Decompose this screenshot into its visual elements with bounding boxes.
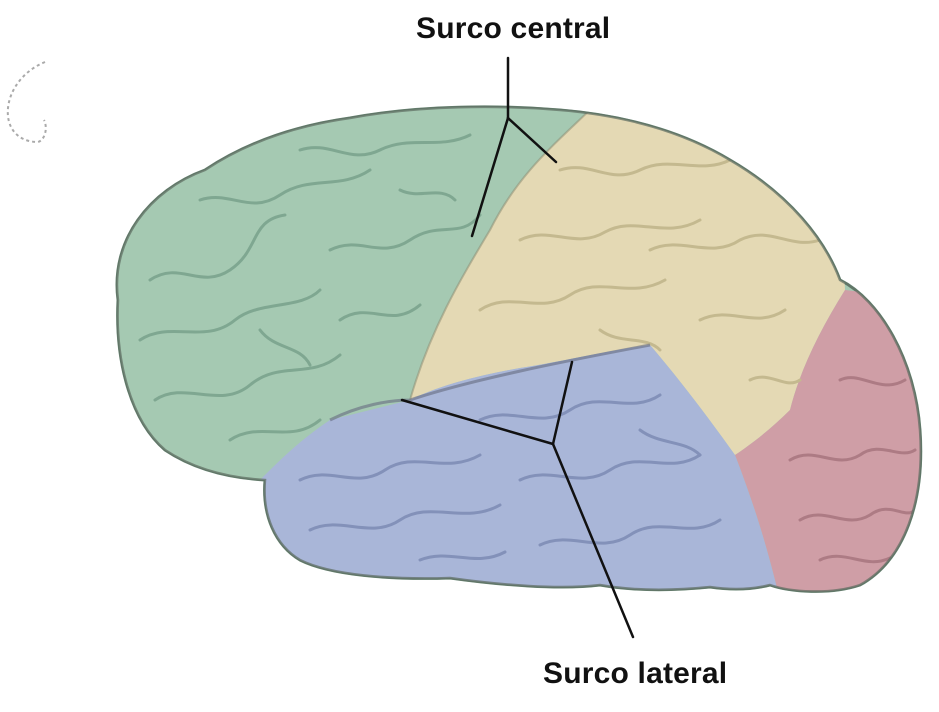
- central-sulcus-label: Surco central: [416, 12, 611, 45]
- parietal-gyri: [478, 158, 822, 385]
- parietal-lobe: [410, 106, 845, 455]
- occipital-gyri: [788, 376, 917, 564]
- lateral-sulcus-leader: [400, 360, 635, 639]
- central-sulcus-groove: [409, 106, 601, 401]
- central-sulcus-leader: [470, 56, 558, 238]
- edge-artifact: [6, 61, 47, 144]
- temporal-gyri: [298, 393, 722, 562]
- frontal-gyri: [138, 133, 482, 442]
- lateral-fissure-groove: [329, 343, 651, 422]
- temporal-lobe: [260, 345, 780, 592]
- occipital-lobe: [735, 290, 921, 592]
- lateral-sulcus-label: Surco lateral: [543, 657, 728, 690]
- frontal-lobe: [116, 106, 600, 480]
